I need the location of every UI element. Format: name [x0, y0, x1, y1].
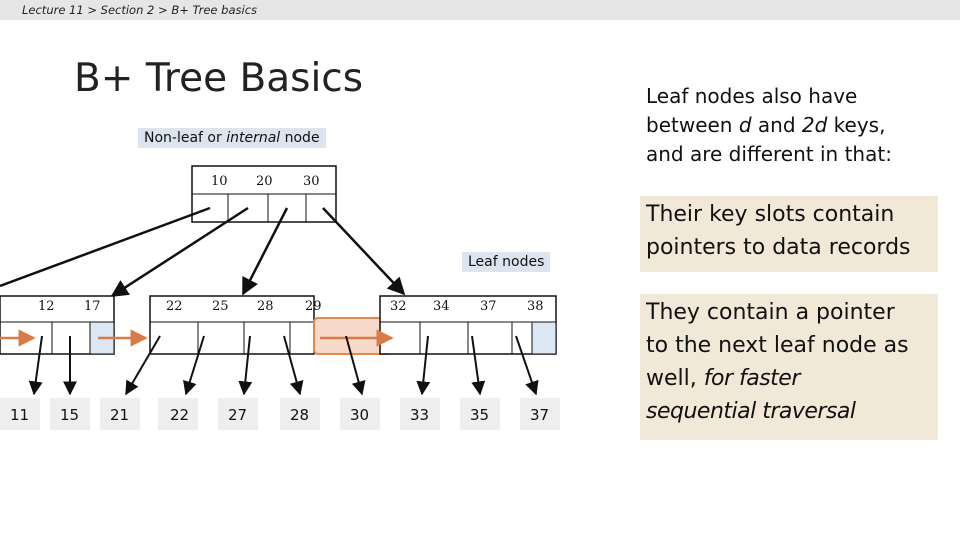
note-line-1: Leaf nodes also have	[646, 84, 858, 108]
data-record: 11	[10, 406, 29, 424]
note-line-2: between d and 2d keys,	[646, 113, 886, 137]
data-record: 37	[530, 406, 549, 424]
breadcrumb-separator: >	[87, 3, 97, 17]
data-record: 28	[290, 406, 309, 424]
next-pointer-callout: They contain a pointer to the next leaf …	[640, 294, 938, 440]
slide-title: B+ Tree Basics	[74, 56, 364, 101]
internal-key: 20	[256, 174, 273, 189]
callout2-line-4: sequential traversal	[646, 399, 856, 424]
data-record: 30	[350, 406, 369, 424]
callout2-line-2: to the next leaf node as	[646, 333, 909, 358]
internal-key: 30	[303, 174, 320, 189]
breadcrumb-section[interactable]: Section 2	[100, 3, 155, 17]
breadcrumb-topic[interactable]: B+ Tree basics	[171, 3, 258, 17]
leaf-key: 37	[480, 299, 497, 314]
callout2-line-3: well, for faster	[646, 366, 800, 391]
data-record: 35	[470, 406, 489, 424]
leaf-key: 25	[212, 299, 229, 314]
leaf-key: 32	[390, 299, 407, 314]
note-line-3: and are different in that:	[646, 142, 892, 166]
leaf-key: 17	[84, 299, 101, 314]
key-slots-callout: Their key slots contain pointers to data…	[640, 196, 938, 272]
leaf-key: 22	[166, 299, 183, 314]
leaf-key: 38	[527, 299, 544, 314]
internal-label-prefix: Non-leaf or	[144, 130, 227, 146]
breadcrumb: Lecture 11 > Section 2 > B+ Tree basics	[0, 0, 960, 20]
breadcrumb-separator: >	[158, 3, 168, 17]
callout1-line-1: Their key slots contain	[646, 202, 895, 227]
leaf-note: Leaf nodes also have between d and 2d ke…	[646, 82, 892, 169]
data-record: 22	[170, 406, 189, 424]
leaf-key: 12	[38, 299, 55, 314]
leaf-key: 28	[257, 299, 274, 314]
callout2-line-1: They contain a pointer	[646, 300, 895, 325]
data-record: 27	[228, 406, 247, 424]
leaf-key: 29	[305, 299, 322, 314]
internal-label-suffix: node	[280, 130, 320, 146]
data-record: 33	[410, 406, 429, 424]
breadcrumb-lecture[interactable]: Lecture 11	[22, 3, 84, 17]
leaf-key: 34	[433, 299, 450, 314]
internal-key: 10	[211, 174, 228, 189]
leaf-nodes-label: Leaf nodes	[462, 252, 551, 272]
internal-label-italic: internal	[226, 130, 281, 146]
internal-node-label: Non-leaf or internal node	[138, 128, 326, 148]
data-record: 15	[60, 406, 79, 424]
callout1-line-2: pointers to data records	[646, 235, 911, 260]
data-record: 21	[110, 406, 129, 424]
